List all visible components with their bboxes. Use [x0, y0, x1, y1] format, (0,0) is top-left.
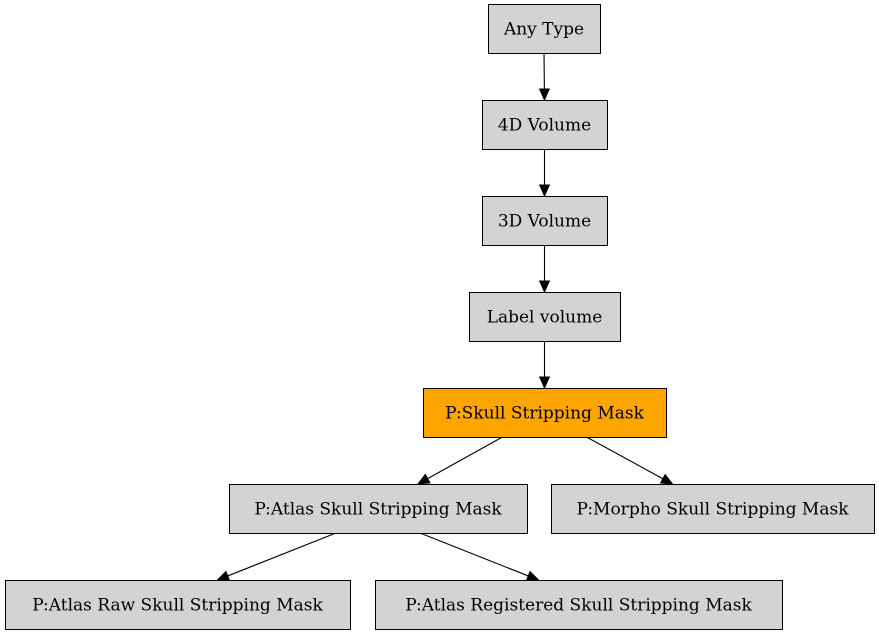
edge-line	[427, 436, 503, 480]
edge-arrowhead	[538, 184, 551, 198]
node-morpho-skull-stripping-mask[interactable]: P:Morpho Skull Stripping Mask	[551, 484, 875, 534]
edge-arrowhead	[538, 280, 551, 294]
edge-arrowhead	[538, 88, 550, 102]
edge-skull-stripping-mask-to-morpho-skull-stripping-mask	[586, 436, 674, 485]
edge-arrowhead	[216, 570, 231, 581]
edge-arrowhead	[416, 473, 431, 485]
edge-line	[586, 436, 664, 480]
node-3d-volume[interactable]: 3D Volume	[482, 196, 608, 246]
node-label-volume[interactable]: Label volume	[469, 292, 621, 342]
nodes-layer: Any Type 4D Volume 3D Volume Label volum…	[5, 4, 875, 630]
node-4d-volume[interactable]: 4D Volume	[482, 100, 608, 150]
node-box	[375, 580, 783, 630]
edge-line	[419, 532, 529, 577]
node-box	[229, 484, 528, 534]
edge-label-volume-to-skull-stripping-mask	[538, 341, 551, 390]
edge-arrowhead	[538, 376, 551, 390]
edge-line	[227, 532, 337, 577]
node-box	[551, 484, 875, 534]
node-label: Any Type	[503, 20, 584, 40]
edges-layer	[216, 52, 674, 581]
node-label: 4D Volume	[498, 116, 591, 136]
node-label: P:Morpho Skull Stripping Mask	[576, 500, 849, 520]
node-atlas-raw-skull-stripping-mask[interactable]: P:Atlas Raw Skull Stripping Mask	[5, 580, 351, 630]
node-box	[5, 580, 351, 630]
edge-3d-volume-to-label-volume	[538, 245, 551, 294]
node-box	[423, 388, 667, 438]
node-box	[488, 4, 601, 54]
node-atlas-skull-stripping-mask[interactable]: P:Atlas Skull Stripping Mask	[229, 484, 528, 534]
node-skull-stripping-mask[interactable]: P:Skull Stripping Mask	[423, 388, 667, 438]
node-label: Label volume	[487, 308, 603, 328]
node-label: P:Atlas Skull Stripping Mask	[254, 500, 502, 520]
edge-arrowhead	[659, 473, 674, 485]
edge-any-type-to-4d-volume	[538, 52, 550, 102]
edge-atlas-skull-stripping-mask-to-atlas-registered-skull-stripping-mask	[419, 532, 540, 581]
node-box	[469, 292, 621, 342]
edge-4d-volume-to-3d-volume	[538, 149, 551, 198]
edge-arrowhead	[525, 570, 540, 581]
node-label: 3D Volume	[498, 212, 591, 232]
node-box	[482, 196, 608, 246]
edge-skull-stripping-mask-to-atlas-skull-stripping-mask	[416, 436, 503, 485]
node-label: P:Atlas Raw Skull Stripping Mask	[32, 596, 323, 616]
node-atlas-registered-skull-stripping-mask[interactable]: P:Atlas Registered Skull Stripping Mask	[375, 580, 783, 630]
edge-atlas-skull-stripping-mask-to-atlas-raw-skull-stripping-mask	[216, 532, 337, 581]
node-label: P:Skull Stripping Mask	[445, 404, 644, 424]
node-box	[482, 100, 608, 150]
node-any-type[interactable]: Any Type	[488, 4, 601, 54]
node-label: P:Atlas Registered Skull Stripping Mask	[405, 596, 752, 616]
